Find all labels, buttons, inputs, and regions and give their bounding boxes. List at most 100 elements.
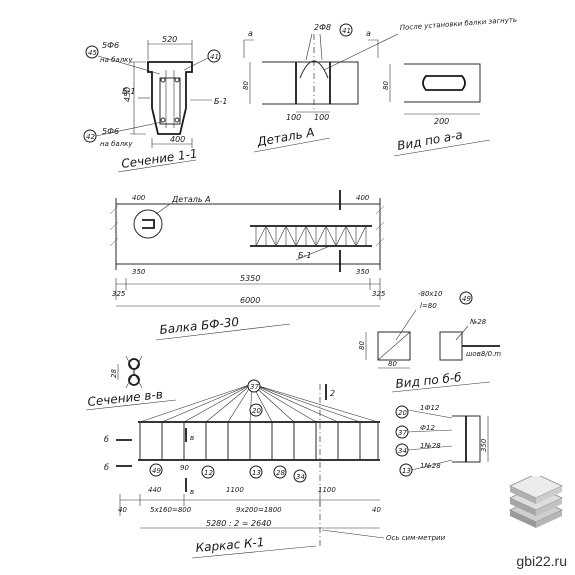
beam-detail-label: Деталь А: [171, 195, 211, 204]
svg-text:41: 41: [210, 53, 219, 61]
svg-text:41: 41: [342, 27, 351, 35]
callout-49-view: 49: [459, 291, 473, 305]
beam-dim-400-r: 400: [356, 194, 370, 202]
section-1-1: 520 450 400 Б-1 Б-1 45 5Ф6 на балку 41 4…: [83, 35, 227, 173]
detail-a-note: После установки балки загнуть: [400, 16, 518, 32]
dim-400: 400: [170, 135, 185, 144]
detail-a-rebar: 2Ф8: [314, 23, 331, 32]
svg-text:20: 20: [252, 407, 261, 415]
view-a-a-dim-80: 80: [382, 81, 390, 90]
beam-bf30: Деталь А 400 400 Б-1 350 350 325 325 535…: [109, 190, 386, 341]
view-b-b-title: Вид по б-б: [395, 370, 463, 391]
callout-45-sub: на балку: [100, 56, 133, 64]
callout-42-sub: на балку: [100, 140, 133, 148]
detail-a: а а 2Ф8 41 80 100 100 После установки ба…: [242, 16, 518, 153]
svg-text:49: 49: [152, 467, 161, 475]
cage-dim-1100-r: 1100: [318, 486, 336, 494]
view-b-b-rebar: №28: [469, 318, 487, 326]
cage-title: Каркас К-1: [195, 535, 265, 555]
cage-tag-12: 12: [201, 465, 215, 479]
callout-41-detail: 41: [339, 23, 353, 37]
svg-text:34: 34: [398, 447, 407, 455]
cage-tag-49: 49: [149, 463, 163, 477]
view-b-b-plate-len: l=80: [420, 302, 437, 310]
cage-tag-20: 20: [249, 403, 263, 417]
callout-42: 42: [83, 129, 97, 143]
svg-text:34: 34: [296, 473, 305, 481]
detail-a-title: Деталь А: [255, 125, 315, 149]
cage-cut-v-top: в: [190, 434, 194, 442]
cage-cut-2: 2: [330, 389, 335, 398]
cage-tag-37-top: 37: [247, 379, 261, 393]
svg-text:42: 42: [86, 133, 95, 141]
section-v-v-dim: 28: [110, 369, 118, 378]
cage-spec-20-text: 1Ф12: [420, 404, 440, 412]
view-a-a-dim-200: 200: [434, 117, 449, 126]
svg-text:20: 20: [398, 409, 407, 417]
svg-text:49: 49: [462, 295, 471, 303]
cage-spec-13: 13: [399, 463, 413, 477]
view-b-b-weld: шов8/0.m: [466, 350, 501, 358]
cage-k1: б б в в 2 37 20 13 34 49: [104, 379, 489, 559]
mark-a-right: а: [366, 29, 371, 38]
cage-dim-40-l: 40: [118, 506, 127, 514]
beam-dim-350-r: 350: [356, 268, 370, 276]
view-a-a-title: Вид по а-а: [396, 128, 464, 153]
detail-a-dim-80: 80: [242, 81, 250, 90]
cage-dim-1800: 9х200=1800: [236, 506, 282, 514]
cage-spec-37: 37: [395, 425, 409, 439]
svg-text:12: 12: [204, 469, 213, 477]
svg-text:37: 37: [398, 429, 407, 437]
cage-spec-34: 34: [395, 443, 409, 457]
cage-axis-note: Ось сим-метрии: [386, 534, 446, 542]
view-b-b-dim-80-v: 80: [358, 341, 366, 350]
cage-spec-34-text: 1№28: [420, 442, 441, 450]
beam-dim-5350: 5350: [240, 274, 260, 283]
watermark-link[interactable]: gbi22.ru: [516, 553, 567, 569]
cage-cut-v-bot: в: [190, 488, 194, 496]
svg-text:13: 13: [252, 469, 261, 477]
cage-tag-34: 34: [293, 469, 307, 483]
section-v-v: 28 Сечение в-в: [85, 355, 177, 411]
beam-title: Балка БФ-30: [159, 315, 240, 337]
svg-text:37: 37: [250, 383, 259, 391]
callout-42-text: 5Ф6: [102, 127, 119, 136]
cage-spec-13-text: 1№28: [420, 462, 441, 470]
cage-spec-20: 20: [395, 405, 409, 419]
dim-450: 450: [123, 87, 132, 102]
gbi22-logo-icon: [509, 476, 563, 528]
cage-dim-800: 5х160=800: [150, 506, 192, 514]
cage-cut-b-bot: б: [104, 463, 109, 472]
svg-text:45: 45: [88, 49, 97, 57]
beam-dim-6000: 6000: [240, 296, 260, 305]
callout-45: 45: [85, 45, 99, 59]
beam-dim-325-r: 325: [372, 290, 386, 298]
mark-a-left: а: [248, 29, 253, 38]
beam-dim-325-l: 325: [112, 290, 126, 298]
cut-b1-left: Б-1: [122, 87, 135, 96]
callout-41: 41: [207, 49, 221, 63]
detail-a-dim-100-r: 100: [314, 113, 329, 122]
svg-text:13: 13: [402, 467, 411, 475]
cage-dim-440: 440: [148, 486, 162, 494]
cage-spec-37-text: Ф12: [420, 424, 435, 432]
cage-dim-350: 350: [480, 438, 488, 452]
view-b-b: -80х10 l=80 49 №28 шов8/0.m 80 80 Вид по…: [358, 290, 501, 393]
cage-dim-half: 5280 : 2 = 2640: [206, 519, 271, 528]
cage-dim-90: 90: [180, 464, 189, 472]
cage-tag-13: 13: [249, 465, 263, 479]
section-1-1-title: Сечение 1-1: [120, 146, 198, 171]
dim-520: 520: [162, 35, 177, 44]
view-a-a: 80 200 Вид по а-а: [382, 63, 491, 157]
cage-cut-b-top: б: [104, 435, 109, 444]
view-b-b-plate: -80х10: [418, 290, 443, 298]
detail-a-dim-100-l: 100: [286, 113, 301, 122]
svg-text:28: 28: [276, 469, 285, 477]
beam-cut: Б-1: [298, 251, 311, 260]
view-b-b-dim-80-h: 80: [388, 360, 397, 368]
cage-dim-40-r: 40: [372, 506, 381, 514]
cut-b1-right: Б-1: [214, 97, 227, 106]
beam-dim-350-l: 350: [132, 268, 146, 276]
cage-dim-1100-l: 1100: [226, 486, 244, 494]
